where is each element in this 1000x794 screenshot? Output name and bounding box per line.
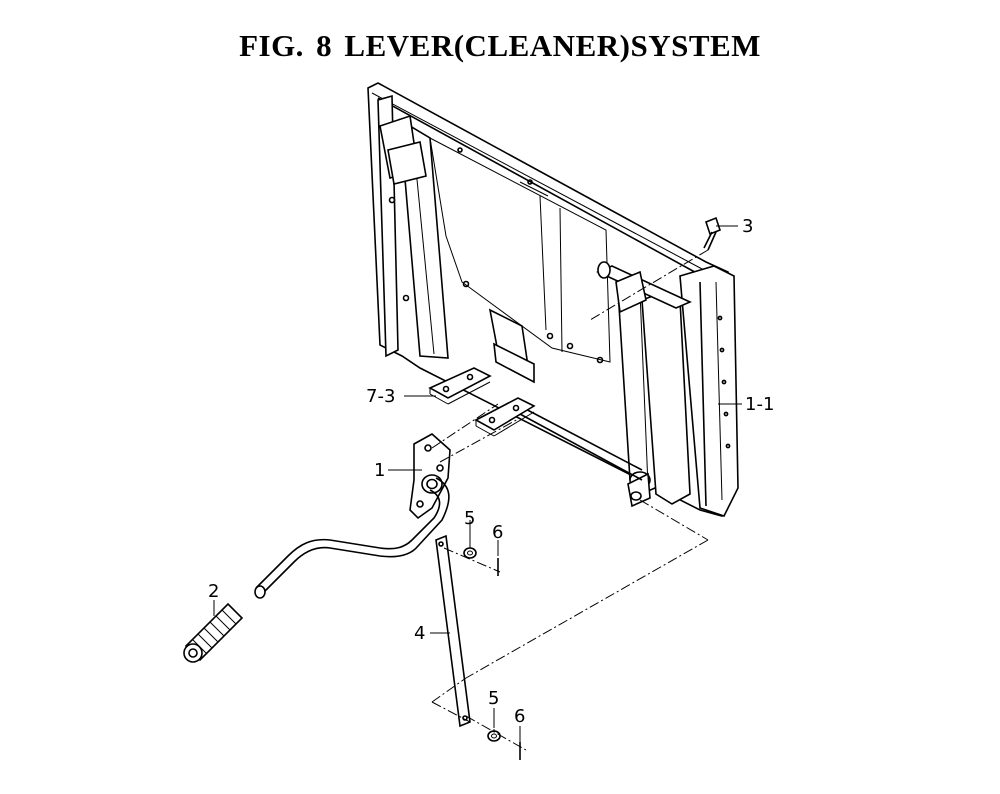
callout-4: 4	[414, 623, 425, 644]
assembly-center-lines	[431, 249, 709, 751]
callout-3: 3	[742, 216, 753, 237]
callout-1: 1	[374, 460, 385, 481]
washer-5-upper	[463, 547, 477, 559]
frame-panel	[367, 82, 739, 517]
callout-1-1: 1-1	[745, 394, 774, 415]
callout-5-upper: 5	[464, 508, 475, 529]
lever-bracket-1	[409, 433, 451, 520]
lever-rod	[254, 477, 450, 599]
callout-5-lower: 5	[488, 688, 499, 709]
leader-lines	[213, 225, 742, 742]
grip-2	[183, 602, 244, 663]
callout-7-3: 7-3	[366, 386, 395, 407]
callout-6-upper: 6	[492, 522, 503, 543]
washer-5-lower	[487, 730, 501, 742]
callout-6-lower: 6	[514, 706, 525, 727]
plate-7-3	[428, 367, 536, 437]
link-rod-4	[435, 534, 471, 728]
callout-2: 2	[208, 581, 219, 602]
bolt-3	[703, 216, 721, 251]
figure-title: FIG. 8 LEVER(CLEANER)SYSTEM	[239, 28, 761, 63]
